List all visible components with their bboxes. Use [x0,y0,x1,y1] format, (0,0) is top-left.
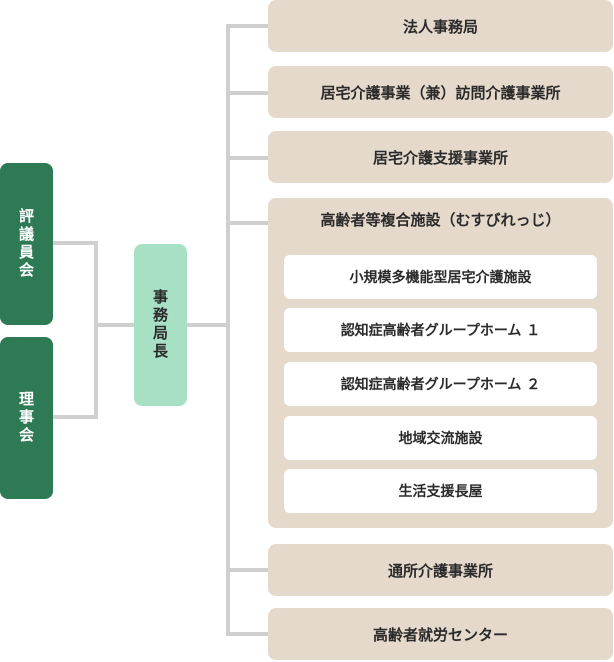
complex-facility-title: 高齢者等複合施設（むすびれっじ） [320,211,561,229]
connector-branch-5 [226,632,270,636]
connector-branch-4 [226,568,270,572]
unit-care-support-office: 居宅介護支援事業所 [268,131,613,183]
complex-facility-group: 高齢者等複合施設（むすびれっじ） 小規模多機能型居宅介護施設 認知症高齢者グルー… [268,198,613,528]
facility-item: 生活支援長屋 [284,469,597,513]
connector-board-horizontal [53,241,98,245]
connector-director-to-spine [186,323,230,327]
unit-day-service: 通所介護事業所 [268,544,613,596]
secretary-general-box: 事務局長 [134,244,187,406]
board-of-councilors-box: 評議員会 [0,163,53,325]
connector-branch-1 [226,24,270,28]
board-of-directors-box: 理事会 [0,337,53,499]
facility-item: 認知症高齢者グループホーム １ [284,308,597,352]
facility-item: 地域交流施設 [284,416,597,460]
facility-item: 小規模多機能型居宅介護施設 [284,255,597,299]
facility-item: 認知症高齢者グループホーム ２ [284,362,597,406]
connector-branch-3 [226,156,270,160]
connector-branch-group [226,221,270,225]
connector-left-vertical [94,241,98,419]
connector-spine [226,24,230,636]
unit-corporate-office: 法人事務局 [268,0,613,52]
connector-branch-2 [226,91,270,95]
unit-home-care-office: 居宅介護事業（兼）訪問介護事業所 [268,66,613,118]
connector-directors-horizontal [53,415,98,419]
connector-to-director [96,323,136,327]
unit-elderly-employment-center: 高齢者就労センター [268,608,613,660]
